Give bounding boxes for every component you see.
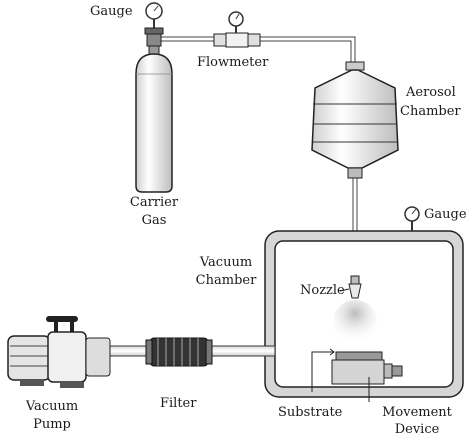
gas-cylinder-icon bbox=[135, 53, 173, 193]
movement-device-label-2: Device bbox=[394, 422, 440, 437]
filter-icon bbox=[145, 337, 213, 367]
leader-lines bbox=[339, 288, 370, 402]
nozzle-icon bbox=[348, 275, 362, 299]
vacuum-pump-label-2: Pump bbox=[33, 417, 71, 432]
substrate-marker bbox=[311, 348, 335, 392]
spray-cloud bbox=[333, 300, 377, 344]
aerosol-chamber-icon bbox=[311, 61, 399, 179]
filter-label: Filter bbox=[160, 396, 197, 411]
gauge-top-icon bbox=[144, 2, 164, 55]
flowmeter-label: Flowmeter bbox=[197, 55, 269, 70]
gauge-right-icon bbox=[404, 206, 420, 231]
carrier-gas-label-1: Carrier bbox=[129, 195, 179, 210]
movement-device-label-1: Movement bbox=[382, 405, 452, 420]
vacuum-chamber-label-2: Chamber bbox=[195, 273, 257, 288]
gauge-right-label: Gauge bbox=[424, 207, 467, 222]
vacuum-pump-icon bbox=[7, 316, 111, 388]
nozzle-label: Nozzle bbox=[300, 283, 345, 298]
flowmeter-icon bbox=[213, 11, 261, 48]
carrier-gas-label-2: Gas bbox=[141, 213, 167, 228]
aerosol-chamber-label-2: Chamber bbox=[400, 104, 461, 119]
vacuum-chamber-label-1: Vacuum bbox=[199, 255, 253, 270]
movement-device-icon bbox=[331, 351, 403, 385]
gauge-top-label: Gauge bbox=[90, 4, 133, 19]
vacuum-pump-label-1: Vacuum bbox=[25, 399, 79, 414]
aerosol-chamber-label-1: Aerosol bbox=[406, 85, 456, 100]
substrate-label: Substrate bbox=[278, 405, 343, 420]
